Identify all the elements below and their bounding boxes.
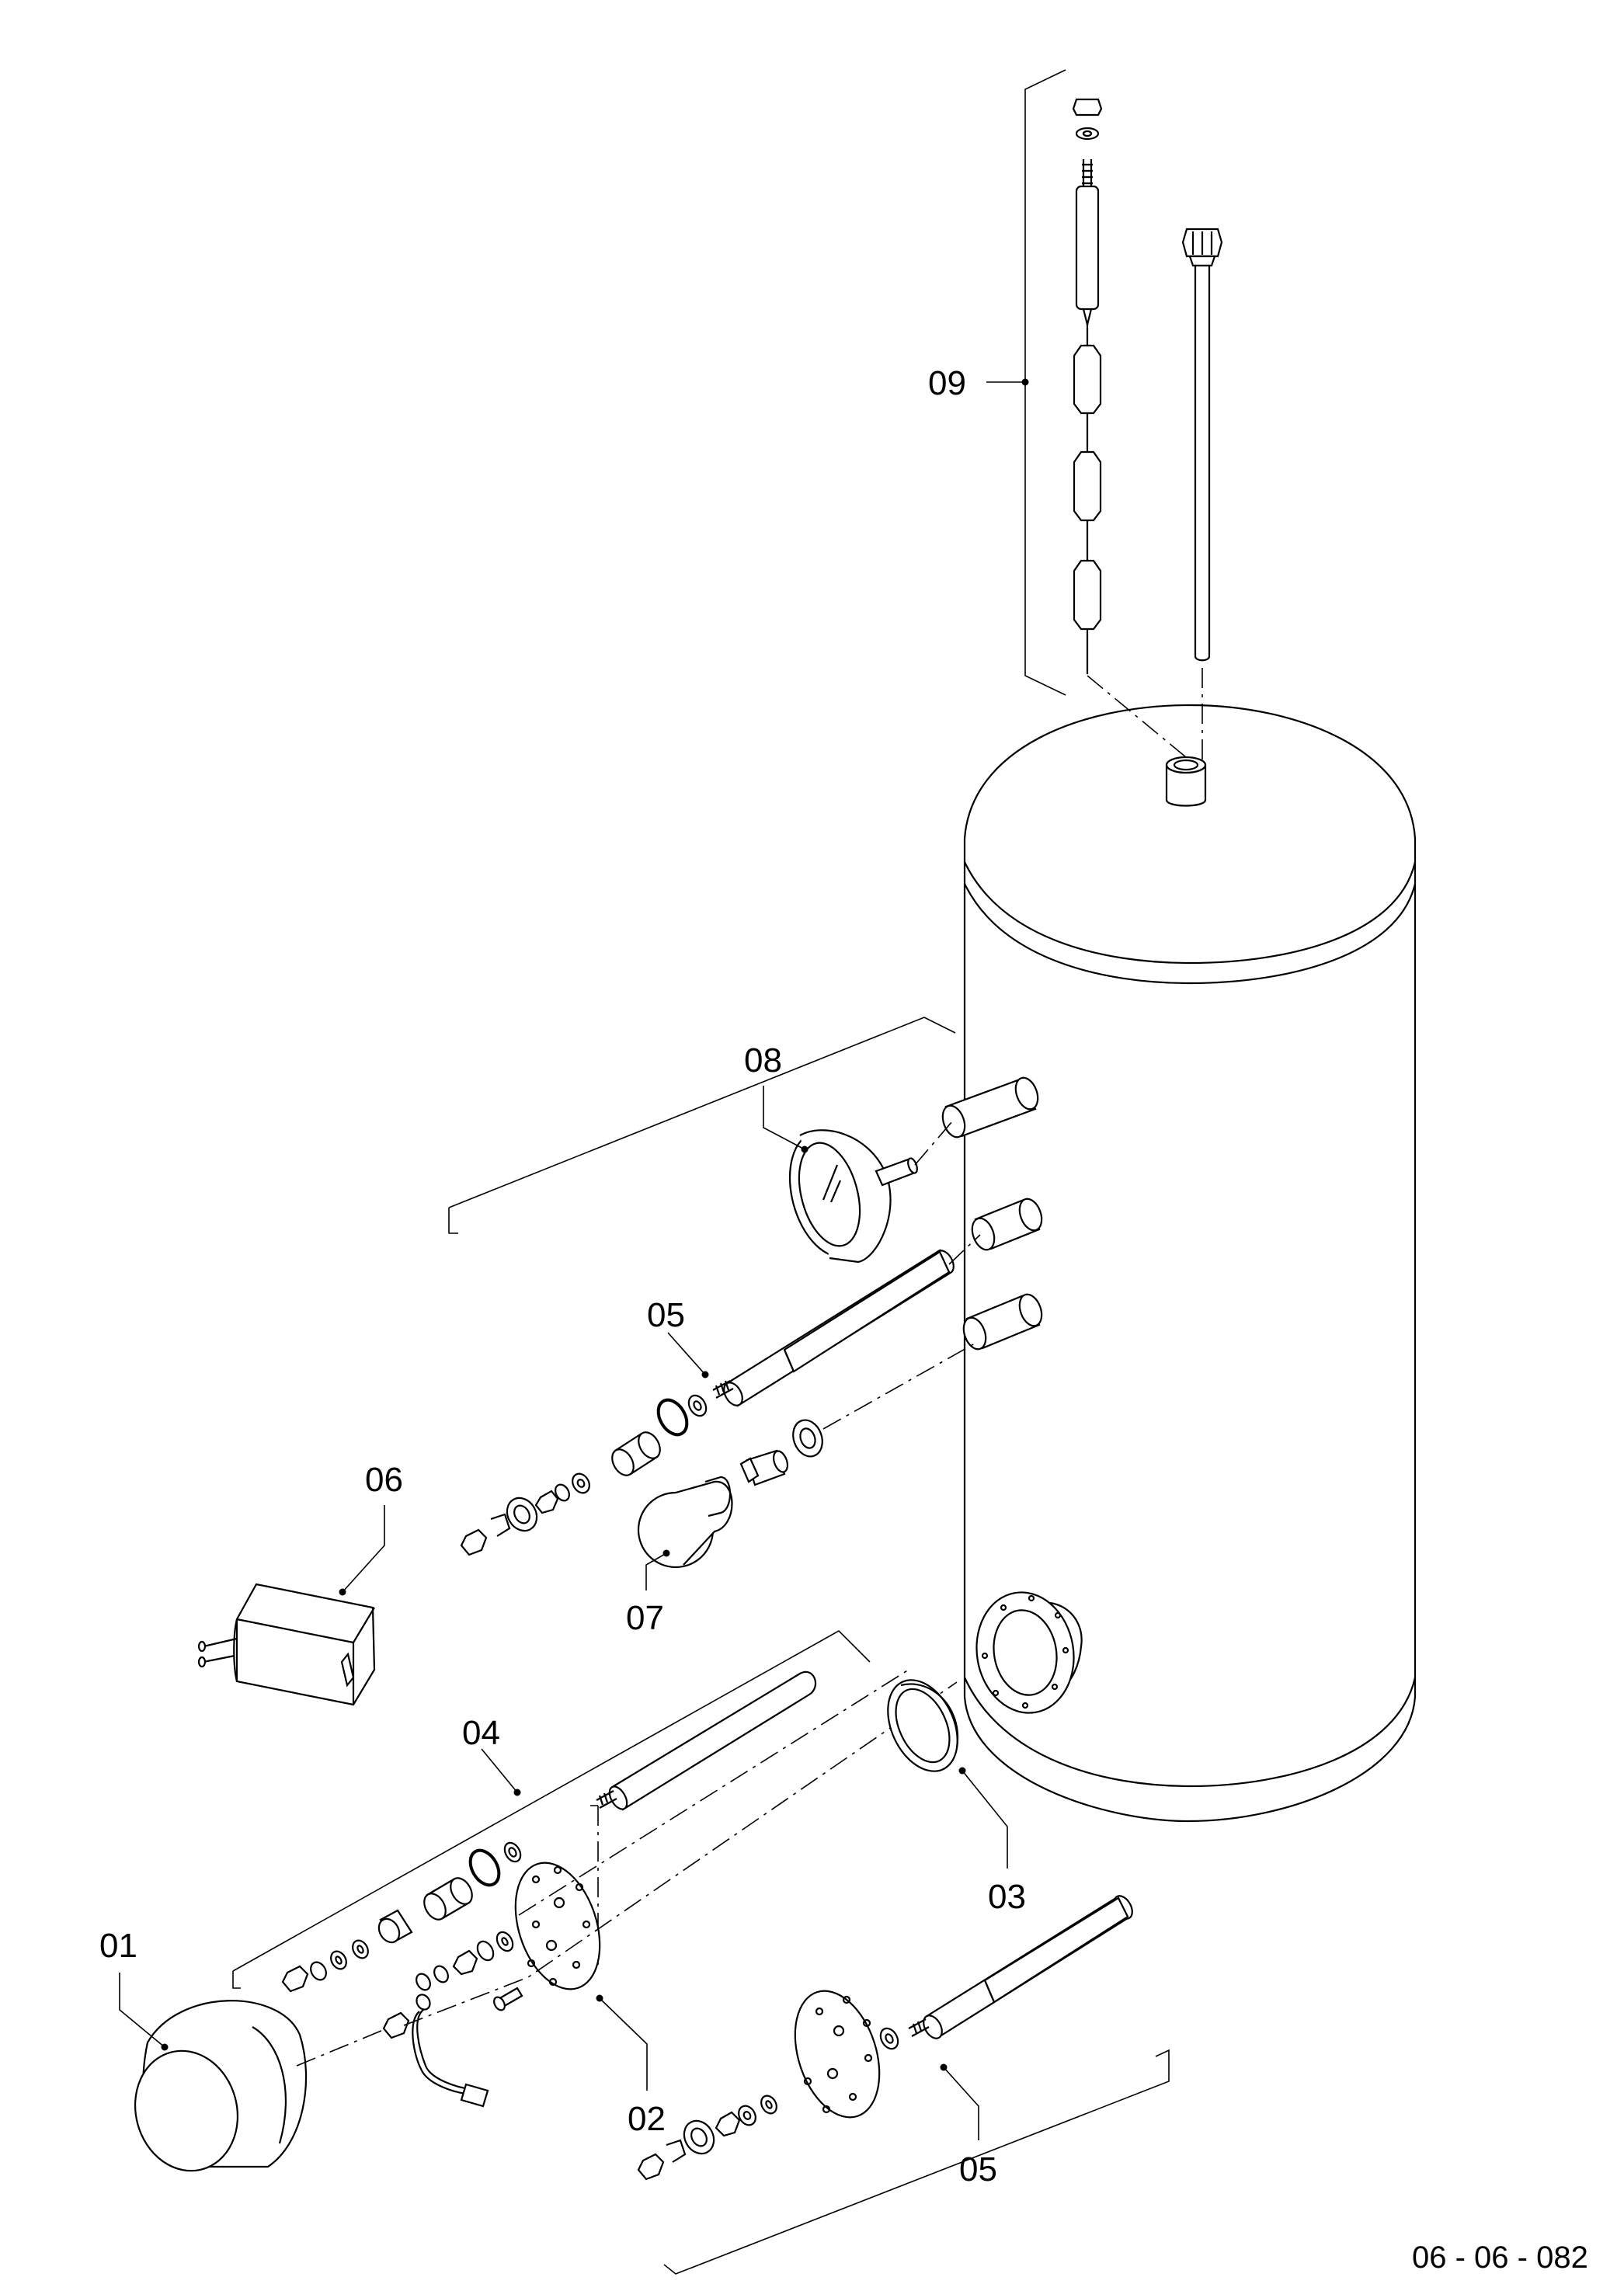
- part-08-thermometer: [788, 1129, 918, 1264]
- tank-side-socket-lower: [962, 1293, 1043, 1351]
- tank-flange: [975, 1591, 1083, 1714]
- part-09-anode-assembly: [1024, 69, 1223, 696]
- part-05-upper-heating-element: [448, 1017, 956, 1556]
- label-05-upper: 05: [647, 1296, 685, 1334]
- axis-08: [914, 1121, 953, 1166]
- leader-lines: [119, 378, 1029, 2140]
- tank-side-socket-middle: [971, 1198, 1043, 1251]
- label-03: 03: [988, 1878, 1026, 1916]
- part-01-cover-cap: [134, 2000, 308, 2172]
- part-07-cap-fitting: [637, 1419, 823, 1569]
- label-09: 09: [928, 364, 966, 402]
- part-06-power-adapter: [197, 1583, 376, 1706]
- storage-tank: [963, 704, 1417, 1823]
- axis-05-upper: [948, 1234, 981, 1265]
- part-05-lower-heating-element: [637, 1895, 1170, 2275]
- axis-09: [1087, 668, 1203, 765]
- label-06: 06: [365, 1461, 403, 1499]
- label-02: 02: [628, 2100, 666, 2138]
- drawing-code: 06 - 06 - 082: [1412, 2241, 1588, 2275]
- part-03-gasket: [887, 1679, 959, 1772]
- axis-04: [590, 1805, 599, 1965]
- label-04: 04: [462, 1714, 500, 1752]
- tank-side-socket-upper: [941, 1076, 1039, 1139]
- axis-07: [822, 1343, 975, 1430]
- label-08: 08: [744, 1041, 782, 1079]
- label-07: 07: [626, 1599, 664, 1637]
- label-05-lower: 05: [959, 2150, 997, 2188]
- part-02-flange-plate: [382, 1862, 601, 2108]
- part-04-anode-kit: [232, 1630, 871, 1993]
- label-01: 01: [99, 1927, 137, 1965]
- axis-01: [296, 2028, 388, 2067]
- axis-02: [403, 1669, 958, 2026]
